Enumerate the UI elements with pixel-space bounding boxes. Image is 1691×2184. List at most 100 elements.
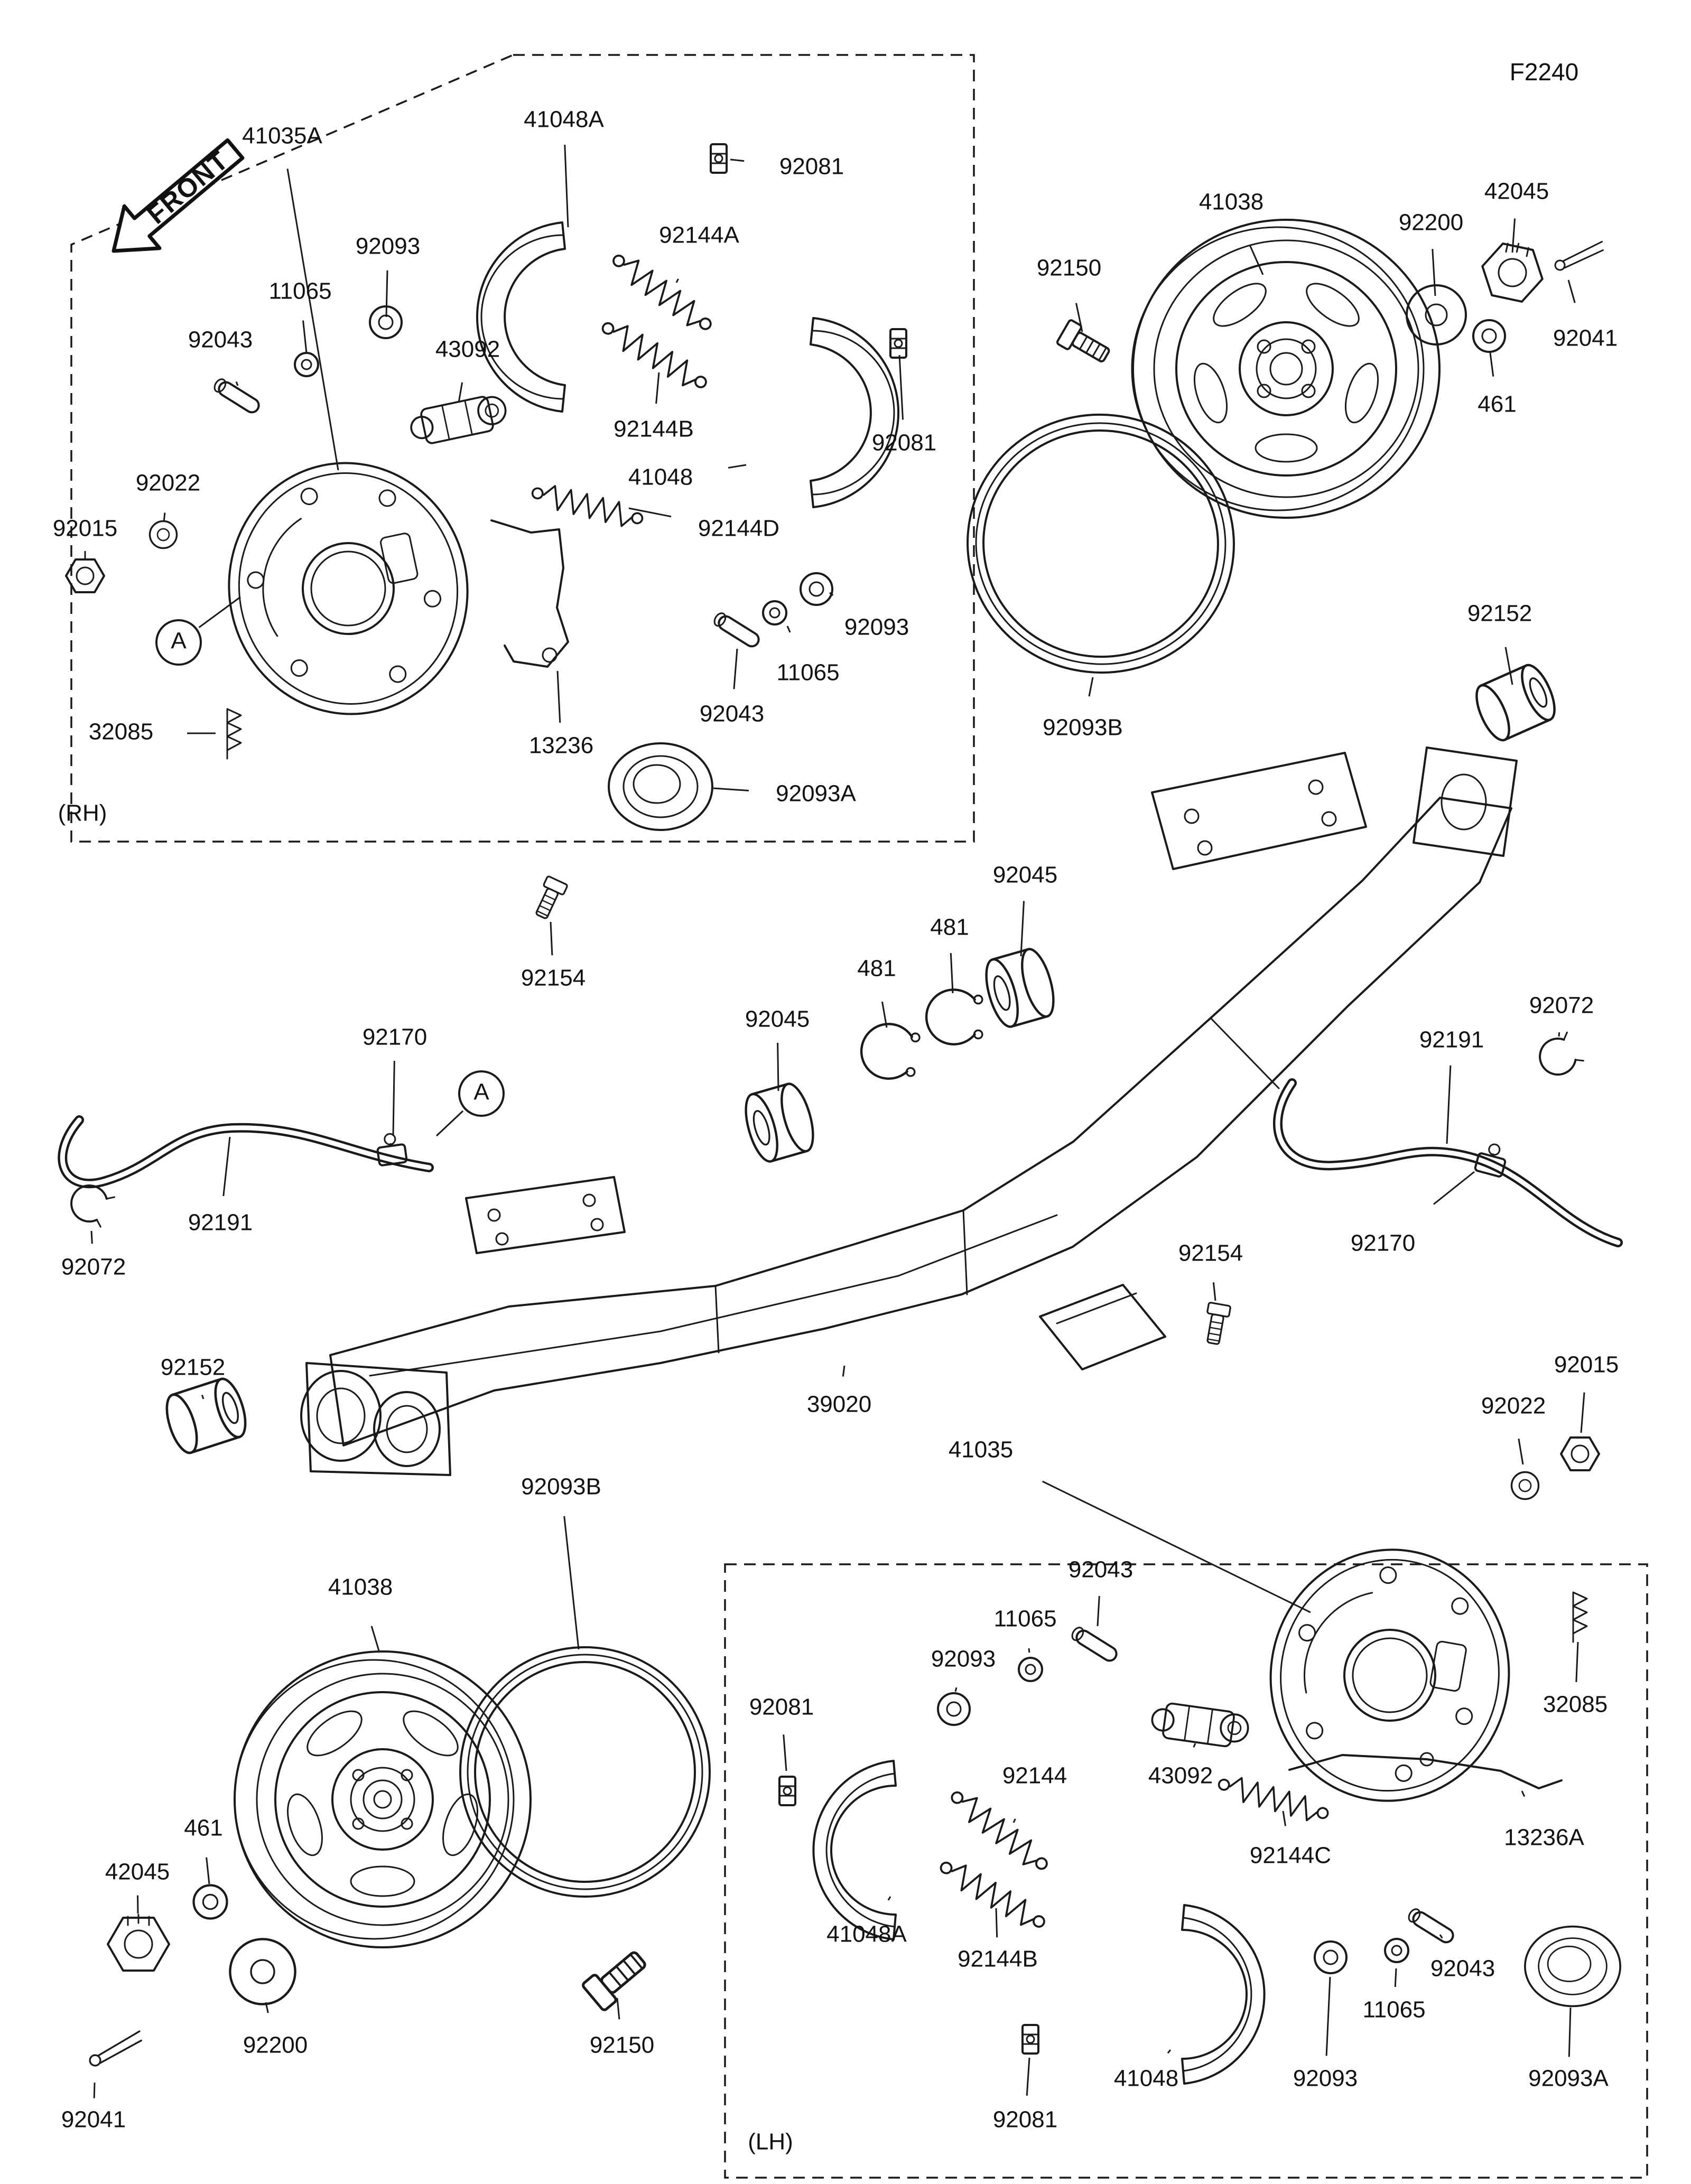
washer-11065-rh-low bbox=[762, 600, 787, 626]
leader-line bbox=[1193, 1743, 1196, 1748]
leader-line bbox=[435, 1110, 464, 1137]
part-label: 92144B bbox=[614, 416, 694, 442]
part-label: 11065 bbox=[268, 278, 331, 304]
part-label: 92093A bbox=[1528, 2066, 1609, 2092]
part-label: 92093 bbox=[931, 1646, 996, 1672]
leader-line bbox=[1432, 249, 1436, 296]
leader-line bbox=[163, 512, 166, 522]
washer-92022-lh bbox=[1510, 1471, 1540, 1500]
spring-92144b-lh bbox=[934, 1854, 1051, 1936]
axle-housing bbox=[300, 746, 1518, 1476]
part-label: 32085 bbox=[89, 719, 153, 745]
bolt-92150-right bbox=[1055, 318, 1114, 369]
leader-line bbox=[950, 953, 954, 994]
part-label: 92144A bbox=[659, 222, 739, 248]
part-label: 41048 bbox=[628, 464, 693, 490]
backing-plate-lh bbox=[1250, 1529, 1530, 1821]
callout-label: A bbox=[473, 1079, 489, 1105]
leader-line bbox=[286, 169, 339, 471]
leader-line bbox=[458, 382, 463, 403]
washer-92093-lh-low bbox=[1314, 1940, 1348, 1974]
front-arrow-shape bbox=[112, 138, 245, 253]
leader-line bbox=[898, 354, 904, 420]
cap-92093a-lh bbox=[1524, 1925, 1621, 2008]
part-label: 11065 bbox=[776, 660, 839, 686]
part-label: 42045 bbox=[105, 1859, 170, 1885]
bolt-92154-right bbox=[1201, 1301, 1232, 1347]
washer-11065-lh-low bbox=[1384, 1938, 1409, 1963]
leader-line bbox=[829, 592, 834, 596]
nut-92015-lh bbox=[1560, 1436, 1600, 1471]
leader-line bbox=[1446, 1065, 1452, 1144]
leader-line bbox=[881, 1001, 888, 1028]
leader-line bbox=[616, 1998, 620, 2020]
part-label: 92200 bbox=[1399, 210, 1463, 236]
leader-line bbox=[1249, 245, 1264, 275]
part-label: 41048A bbox=[524, 107, 604, 133]
washer-92022-rh bbox=[148, 520, 178, 549]
part-label: 39020 bbox=[807, 1392, 871, 1417]
part-label: 92043 bbox=[700, 701, 764, 727]
leader-line bbox=[235, 381, 239, 386]
part-label: 92144 bbox=[1002, 1763, 1067, 1789]
leader-line bbox=[392, 1061, 395, 1136]
leader-line bbox=[887, 1896, 891, 1901]
part-label: 92081 bbox=[779, 154, 844, 180]
leader-line bbox=[198, 596, 241, 628]
washer-92200-left bbox=[230, 1939, 295, 2004]
part-label: 92191 bbox=[188, 1210, 253, 1236]
rh-inset-box bbox=[70, 54, 975, 843]
pin-92043-lh-low bbox=[1405, 1906, 1457, 1946]
bolt-92150-left bbox=[582, 1945, 652, 2011]
part-label: 92152 bbox=[161, 1355, 225, 1380]
part-label: 481 bbox=[930, 914, 969, 940]
leader-line bbox=[302, 320, 308, 353]
leader-line bbox=[1568, 2007, 1572, 2057]
part-label: 92093 bbox=[356, 234, 420, 259]
washer-11065-rh-top bbox=[294, 352, 319, 377]
leader-line bbox=[1489, 352, 1494, 377]
part-label: 92144B bbox=[958, 1946, 1038, 1972]
part-label: 92015 bbox=[1554, 1352, 1619, 1378]
cap-92093a-rh bbox=[608, 742, 713, 831]
part-label: 41048 bbox=[1114, 2066, 1178, 2092]
wheel-cylinder-lh bbox=[1149, 1700, 1251, 1750]
pin-92043-lh-top bbox=[1069, 1624, 1120, 1665]
clip-92081-rh-side bbox=[889, 328, 907, 359]
grease-seal-right bbox=[967, 413, 1235, 674]
leader-line bbox=[783, 1734, 787, 1771]
leader-line bbox=[1097, 1595, 1100, 1627]
part-label: 32085 bbox=[1543, 1692, 1608, 1718]
leader-line bbox=[1518, 1438, 1524, 1465]
part-label: 92072 bbox=[61, 1254, 126, 1280]
part-label: 92022 bbox=[1481, 1393, 1546, 1419]
callout-circle bbox=[155, 619, 202, 666]
leader-line bbox=[675, 278, 679, 283]
part-label: 92170 bbox=[1351, 1230, 1415, 1256]
leader-line bbox=[1042, 1480, 1311, 1613]
front-arrow: FRONT bbox=[112, 138, 245, 253]
part-label: 92200 bbox=[243, 2032, 308, 2058]
leader-line bbox=[954, 1687, 958, 1692]
adjuster-rod-13236 bbox=[490, 519, 569, 668]
clip-32085-lh bbox=[1572, 1591, 1588, 1643]
leader-line bbox=[222, 1136, 231, 1197]
adjuster-rod-13236a bbox=[1288, 1752, 1563, 1789]
leader-line bbox=[385, 270, 388, 318]
snap-ring-481-a bbox=[926, 990, 982, 1044]
part-label: (RH) bbox=[58, 800, 107, 826]
leader-line bbox=[201, 1394, 205, 1399]
part-label: 92144C bbox=[1250, 1843, 1331, 1869]
part-label: 92022 bbox=[136, 470, 200, 496]
clip-92072-right bbox=[1532, 1030, 1585, 1082]
leader-line bbox=[265, 2002, 269, 2013]
leader-line bbox=[1567, 279, 1576, 303]
leader-line bbox=[655, 372, 660, 404]
part-label: 92154 bbox=[521, 965, 586, 991]
leader-line bbox=[1325, 1976, 1331, 2056]
leader-line bbox=[1394, 1968, 1397, 1987]
part-label: 92041 bbox=[61, 2107, 126, 2133]
part-label: 13236A bbox=[1504, 1825, 1584, 1851]
part-label: 92072 bbox=[1529, 993, 1594, 1019]
washer-92093-lh-top bbox=[937, 1692, 971, 1726]
